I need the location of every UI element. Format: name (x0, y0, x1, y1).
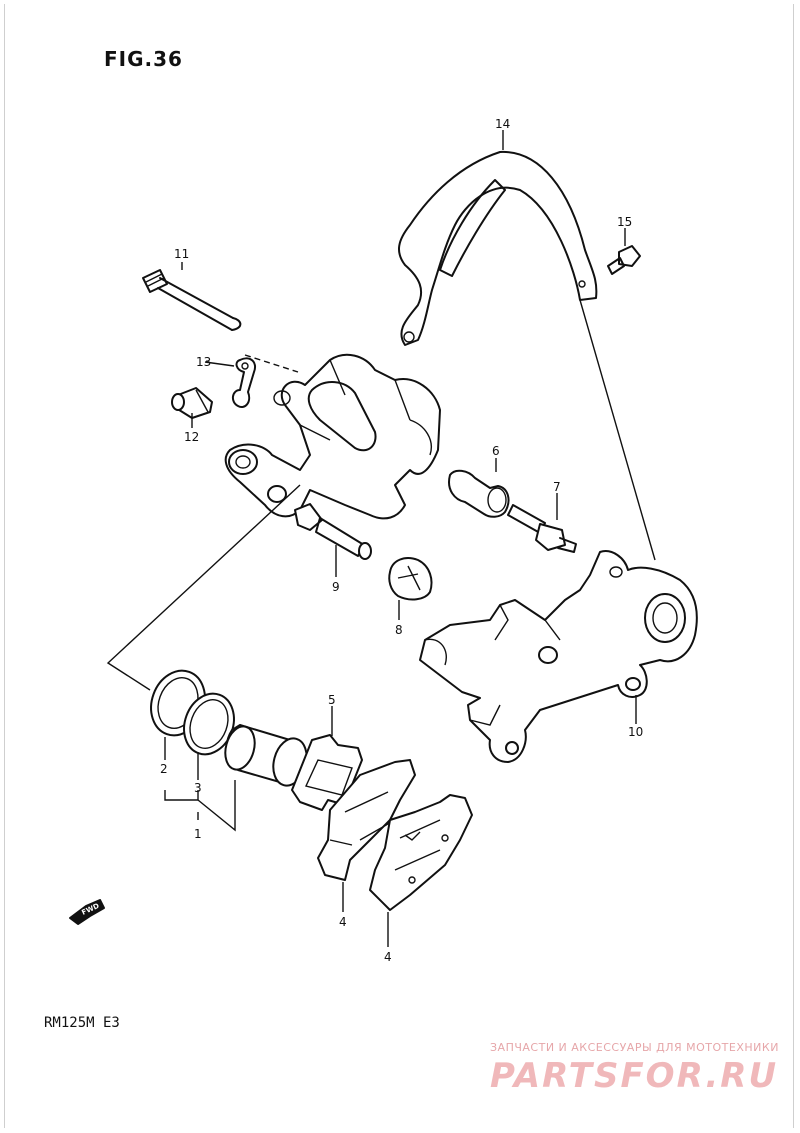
part-7-sleeve (507, 504, 577, 553)
callout-12: 12 (184, 430, 199, 444)
callout-7: 7 (553, 480, 561, 494)
part-6-boot (448, 469, 510, 518)
part-8-boot (388, 557, 433, 601)
callout-15: 15 (617, 215, 632, 229)
callout-8: 8 (395, 623, 403, 637)
callout-4-inner-pad: 4 (339, 915, 347, 929)
callout-5: 5 (328, 693, 336, 707)
part-4-brake-pad-inner (317, 759, 416, 881)
callout-labels: 1 2 3 4 4 5 6 7 8 9 10 11 12 13 14 15 (160, 117, 643, 964)
part-15-bolt (607, 245, 641, 275)
callout-14: 14 (495, 117, 510, 131)
part-11-pin (142, 269, 242, 331)
callout-6: 6 (492, 444, 500, 458)
part-13-clip (232, 357, 256, 408)
figure-title: FIG.36 (104, 47, 183, 71)
callout-13: 13 (196, 355, 211, 369)
fwd-direction-marker: FWD (69, 899, 105, 925)
caliper-body (224, 353, 441, 520)
model-code: RM125M E3 (44, 1015, 120, 1031)
part-10-caliper-bracket (419, 550, 698, 763)
leader-lines (106, 130, 656, 947)
callout-4-outer-pad: 4 (384, 950, 392, 964)
watermark-tagline: ЗАПЧАСТИ И АКСЕССУАРЫ ДЛЯ МОТОТЕХНИКИ (490, 1041, 779, 1054)
part-14-hose-guide (398, 150, 598, 346)
callout-9: 9 (332, 580, 340, 594)
part-12-bleeder-valve (171, 387, 213, 419)
callout-3: 3 (194, 781, 202, 795)
piston-seals (150, 669, 235, 756)
part-4-brake-pad-outer (369, 794, 473, 911)
callout-10: 10 (628, 725, 643, 739)
callout-2: 2 (160, 762, 168, 776)
part-9-slide-pin (294, 503, 372, 560)
page-frame (4, 4, 794, 1128)
piston (224, 724, 308, 787)
watermark-logo: PARTSFOR.RU (490, 1056, 779, 1096)
callout-11: 11 (174, 247, 189, 261)
callout-1: 1 (194, 827, 202, 841)
